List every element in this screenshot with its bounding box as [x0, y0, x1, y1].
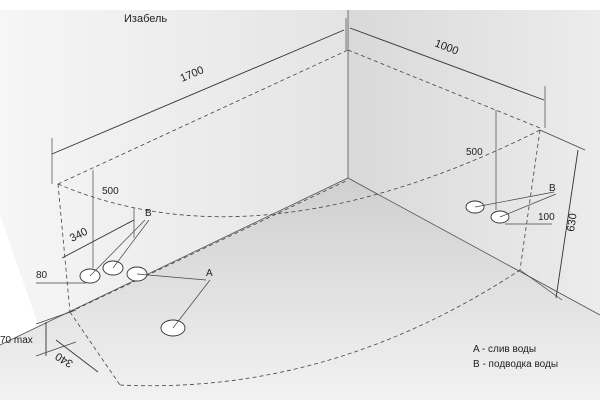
dim-70max-ext-bottom [35, 341, 77, 357]
hole-100-label: 100 [538, 212, 555, 223]
dim-630-ext-top [539, 129, 586, 151]
dim-340-top-line [61, 219, 135, 259]
product-title: Изабель [124, 13, 167, 25]
tub-rim-front-arc [57, 129, 541, 218]
marker-b-left-leader-2 [112, 219, 150, 269]
marker-b-left-leader-1 [89, 219, 146, 277]
tub-rim-back-left [57, 49, 349, 185]
left-wall [0, 10, 348, 330]
dim-630-ext-bottom [519, 269, 563, 301]
right-pipe-height-label: 500 [466, 147, 483, 158]
dim-1000-line [349, 27, 545, 101]
dim-1700-line [51, 29, 345, 155]
legend-drain: A - слив воды [473, 344, 536, 355]
dim-630-line [555, 149, 579, 299]
tub-base-left [69, 179, 349, 313]
dim-70max-ext-top [35, 309, 77, 325]
left-pipe-height-label: 500 [102, 186, 119, 197]
marker-b-right-leader-2 [499, 193, 557, 218]
marker-b-right: B [549, 183, 556, 194]
marker-b-right-leader-1 [474, 191, 555, 208]
tub-base-front-left [69, 311, 121, 386]
legend-water-supply: B - подводка воды [473, 359, 558, 370]
dim-630-label: 630 [565, 213, 579, 233]
dim-70max-label: 70 max [0, 335, 33, 346]
floor-edge-left [0, 177, 349, 346]
marker-a-leader-2 [172, 279, 211, 329]
tub-edge-left-vertical [57, 183, 71, 313]
marker-a-leader-1 [136, 273, 207, 281]
tub-edge-right-vertical [519, 129, 541, 271]
dim-340-bottom-line [55, 339, 99, 373]
marker-b-left: B [145, 208, 152, 219]
tub-base-front-arc [119, 269, 521, 387]
marker-a: A [206, 268, 213, 279]
hole-80-label: 80 [36, 270, 48, 281]
floor-edge-right [347, 177, 600, 316]
right-wall [348, 10, 600, 315]
